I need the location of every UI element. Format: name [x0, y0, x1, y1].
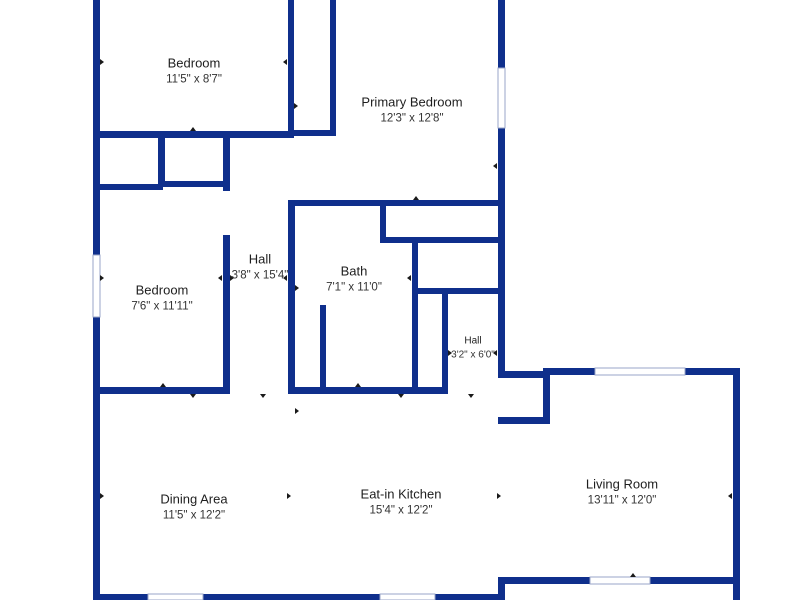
window-living-bottom — [589, 576, 651, 585]
dim-arrow — [218, 275, 222, 281]
wall-bath-inner — [320, 305, 326, 394]
dim-arrow — [294, 103, 298, 109]
dim-arrow — [295, 408, 299, 414]
room-name: Dining Area — [160, 491, 228, 507]
wall-bedroom2-bottom — [93, 387, 230, 394]
wall-living-right — [733, 368, 740, 600]
wall-exterior-right-upper — [498, 0, 505, 378]
wall-living-bottom-left — [498, 577, 505, 600]
wall-bedroom2-top — [93, 184, 163, 190]
dim-arrow — [448, 350, 452, 356]
dim-arrow — [728, 493, 732, 499]
room-name: Living Room — [585, 476, 659, 492]
room-name: Bedroom — [167, 55, 221, 71]
wall-exterior-right-step — [498, 371, 550, 378]
room-dining-area: Dining Area 11'5" x 12'2" — [160, 490, 227, 523]
room-bedroom-top: Bedroom 11'5" x 8'7" — [166, 54, 222, 87]
wall-bottom — [93, 594, 505, 600]
dim-arrow — [283, 275, 287, 281]
room-dims: 7'6" x 11'11" — [131, 300, 193, 313]
window-living-top — [594, 367, 686, 376]
room-dims: 11'5" x 8'7" — [166, 73, 222, 86]
dim-arrow — [493, 350, 497, 356]
room-dims: 12'3" x 12'8" — [380, 112, 444, 125]
dim-arrow — [493, 163, 497, 169]
room-bedroom-left: Bedroom 7'6" x 11'11" — [131, 281, 192, 314]
window-bottom-mid — [379, 593, 436, 600]
dim-arrow — [497, 493, 501, 499]
room-dims: 3'2" x 6'0" — [451, 349, 495, 360]
dim-arrow — [413, 196, 419, 200]
wall-bath-left — [288, 200, 295, 394]
wall-primary-closet-bottom — [288, 130, 336, 136]
dim-arrow — [355, 383, 361, 387]
room-name: Bath — [340, 263, 368, 279]
room-hall-small: Hall 3'2" x 6'0" — [451, 335, 495, 362]
wall-bath-top — [288, 200, 386, 206]
dim-arrow — [190, 127, 196, 131]
wall-bath-bottom — [288, 387, 448, 394]
room-dims: 11'5" x 12'2" — [162, 509, 226, 522]
room-name: Primary Bedroom — [361, 94, 463, 110]
room-name: Hall — [464, 335, 482, 347]
dim-arrow — [260, 394, 266, 398]
room-eat-in-kitchen: Eat-in Kitchen 15'4" x 12'2" — [361, 485, 442, 518]
wall-closet-bottom — [158, 181, 230, 187]
dim-arrow — [230, 275, 234, 281]
room-name: Hall — [248, 251, 272, 267]
wall-hall2-left — [442, 288, 448, 394]
room-hall: Hall 3'8" x 15'4" — [232, 250, 289, 283]
wall-closet-top — [158, 131, 230, 137]
dim-arrow — [190, 394, 196, 398]
room-name: Eat-in Kitchen — [360, 486, 442, 502]
wall-hall2-top — [412, 288, 505, 294]
room-living-room: Living Room 13'11" x 12'0" — [586, 475, 658, 508]
dim-arrow — [398, 394, 404, 398]
wall-bath-right — [412, 243, 418, 394]
dim-arrow — [160, 383, 166, 387]
room-dims: 3'8" x 15'4" — [231, 269, 289, 282]
wall-closet-right — [223, 131, 230, 191]
room-dims: 13'11" x 12'0" — [587, 494, 657, 507]
dim-arrow — [287, 493, 291, 499]
dim-arrow — [407, 275, 411, 281]
wall-primary-bottom-2 — [380, 237, 505, 243]
dim-arrow — [468, 394, 474, 398]
room-name: Bedroom — [135, 282, 189, 298]
wall-primary-bottom-3 — [380, 200, 386, 243]
wall-bedroom2-right — [223, 235, 230, 393]
wall-bedroom1-right — [288, 0, 294, 138]
window-bottom-left — [147, 593, 204, 600]
window-bedroom2 — [92, 254, 101, 318]
wall-primary-closet — [330, 0, 336, 135]
dim-arrow — [283, 59, 287, 65]
wall-primary-bottom — [380, 200, 505, 206]
dim-arrow — [100, 275, 104, 281]
wall-hall2-step-v — [543, 371, 550, 424]
wall-hall2-step — [498, 417, 550, 424]
room-primary-bedroom: Primary Bedroom 12'3" x 12'8" — [361, 93, 462, 126]
room-bath: Bath 7'1" x 11'0" — [326, 262, 382, 295]
dim-arrow — [100, 59, 104, 65]
dim-arrow — [100, 493, 104, 499]
room-dims: 7'1" x 11'0" — [326, 281, 382, 294]
dim-arrow — [630, 573, 636, 577]
wall-closet-left — [158, 131, 165, 187]
room-dims: 15'4" x 12'2" — [369, 504, 433, 517]
dim-arrow — [295, 285, 299, 291]
window-primary — [497, 67, 506, 129]
